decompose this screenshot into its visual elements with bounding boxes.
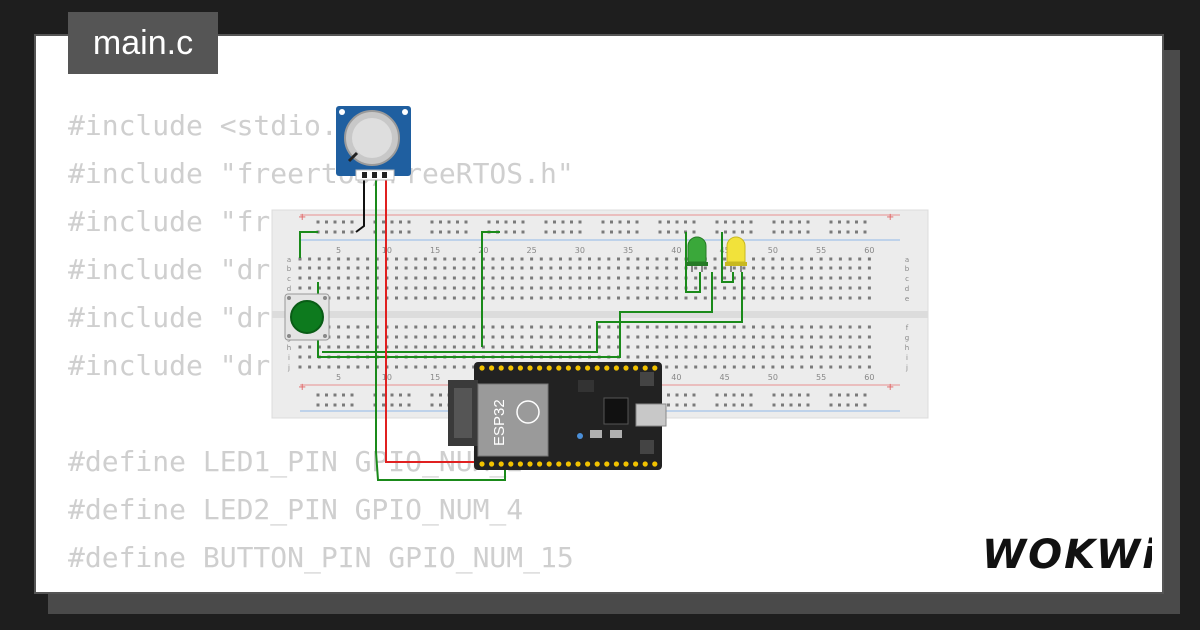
row-letter: a xyxy=(287,256,291,264)
row-letter: e xyxy=(905,295,909,303)
row-letter: j xyxy=(905,364,908,372)
code-line: #define BUTTON_PIN GPIO_NUM_15 xyxy=(68,541,574,574)
column-number: 15 xyxy=(430,373,440,382)
column-number: 5 xyxy=(336,373,341,382)
esp32-label: ESP32 xyxy=(491,399,508,446)
row-letter: c xyxy=(905,275,909,283)
column-number: 15 xyxy=(430,246,440,255)
breadboard-holes xyxy=(298,220,871,407)
column-number: 35 xyxy=(623,246,633,255)
wokwi-logo-mark: WOKWi xyxy=(982,532,1156,578)
column-number: 5 xyxy=(336,246,341,255)
row-letter: f xyxy=(906,324,909,332)
column-number: 20 xyxy=(478,246,488,255)
code-line: #define LED2_PIN GPIO_NUM_4 xyxy=(68,493,524,526)
row-letter: c xyxy=(287,275,291,283)
file-tab-label: main.c xyxy=(92,23,194,62)
push-button-icon[interactable] xyxy=(284,293,330,341)
column-number: 25 xyxy=(527,246,537,255)
row-letter: i xyxy=(288,354,290,362)
svg-text:+: + xyxy=(298,382,306,393)
row-letter: j xyxy=(287,364,290,372)
row-letter: b xyxy=(905,265,910,273)
column-number: 45 xyxy=(720,246,730,255)
svg-text:+: + xyxy=(886,212,894,223)
wokwi-logo-text: WOKWi xyxy=(982,532,1152,578)
column-number: 30 xyxy=(575,246,585,255)
wokwi-logo[interactable]: WOKWi xyxy=(980,524,1156,585)
esp32-board-icon[interactable]: ESP32 xyxy=(448,362,667,470)
row-letter: d xyxy=(905,285,909,293)
row-letter: g xyxy=(905,334,909,342)
green-led-icon[interactable] xyxy=(686,236,708,272)
row-letter: h xyxy=(905,344,909,352)
yellow-led-icon[interactable] xyxy=(725,236,747,272)
row-letter: b xyxy=(287,265,292,273)
svg-text:+: + xyxy=(298,212,306,223)
file-tab[interactable]: main.c xyxy=(68,12,218,74)
row-letter: i xyxy=(906,354,908,362)
column-number: 60 xyxy=(864,246,874,255)
column-number: 50 xyxy=(768,246,778,255)
column-number: 60 xyxy=(864,373,874,382)
row-letter: a xyxy=(905,256,909,264)
esp32-pin-headers xyxy=(479,365,658,467)
code-line: #define LED1_PIN GPIO_NUM_2 xyxy=(68,445,524,478)
row-letter: h xyxy=(287,344,291,352)
column-number: 45 xyxy=(720,373,730,382)
column-number: 50 xyxy=(768,373,778,382)
potentiometer-icon[interactable] xyxy=(336,106,411,181)
column-number: 55 xyxy=(816,246,826,255)
column-number: 40 xyxy=(671,246,681,255)
column-number: 55 xyxy=(816,373,826,382)
column-number: 40 xyxy=(671,373,681,382)
row-letter: d xyxy=(287,285,291,293)
svg-text:+: + xyxy=(886,382,894,393)
